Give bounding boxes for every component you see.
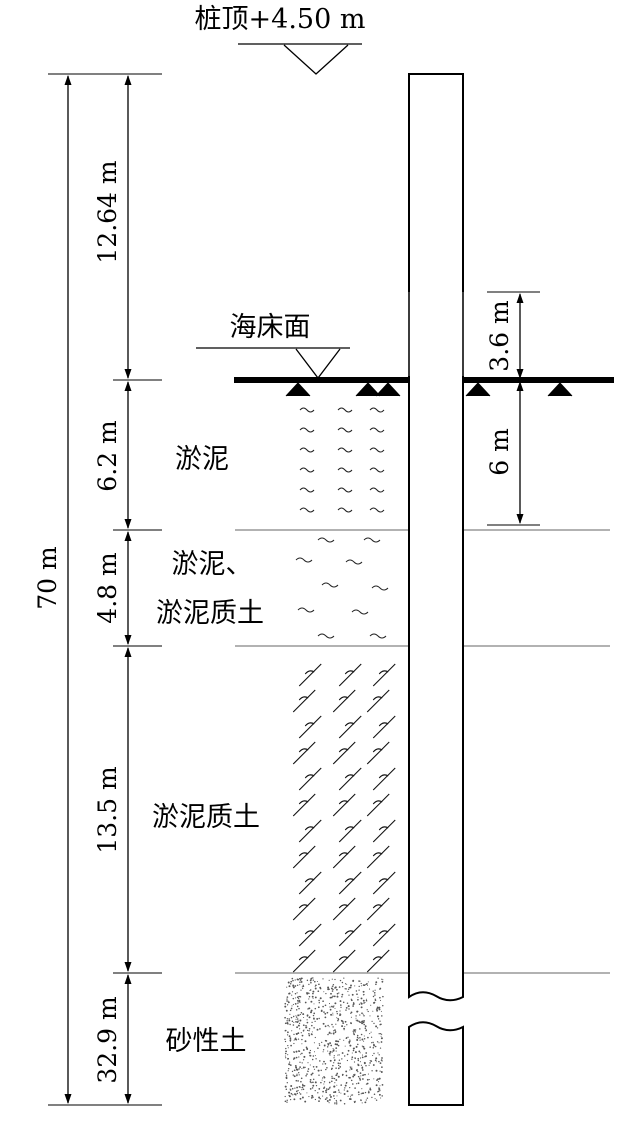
- pile-seabed-joint: [408, 292, 464, 376]
- above-seabed-label: 12.64 m: [93, 160, 122, 264]
- layer2-thickness-label: 4.8 m: [93, 552, 122, 624]
- layer3-thickness-label: 13.5 m: [93, 766, 122, 854]
- layer4-name: 砂性土: [166, 1026, 247, 1057]
- pile-top-label: 桩顶+4.50 m: [195, 4, 366, 35]
- layer2-name-line1: 淤泥、: [172, 549, 253, 580]
- pile-lower-segment: [408, 1021, 464, 1106]
- silty-soil-wave-hatch: [295, 537, 389, 639]
- layer2-name-line2: 淤泥质土: [156, 598, 264, 629]
- seabed-label: 海床面: [230, 312, 311, 343]
- layer4-thickness-label: 32.9 m: [93, 996, 122, 1084]
- silty-soil-diagonal-hatch: [292, 663, 396, 973]
- pile-upper-segment: [408, 73, 464, 1002]
- scour-down-label: 6 m: [485, 428, 514, 476]
- seabed-marker: [196, 347, 350, 380]
- layer1-thickness-label: 6.2 m: [93, 420, 122, 492]
- pile-top-marker: [238, 43, 362, 75]
- seabed-ground-hatch: [285, 382, 573, 397]
- dimension-lines: [64, 75, 524, 1104]
- layer1-name: 淤泥: [175, 444, 229, 475]
- sandy-soil-dot-hatch: [284, 977, 384, 1105]
- reference-lines: [48, 73, 610, 1106]
- scour-up-label: 3.6 m: [485, 300, 514, 372]
- total-length-label: 70 m: [33, 546, 62, 610]
- pile: [408, 73, 464, 1106]
- silt-wave-hatch: [299, 407, 385, 513]
- layer3-name: 淤泥质土: [152, 802, 260, 833]
